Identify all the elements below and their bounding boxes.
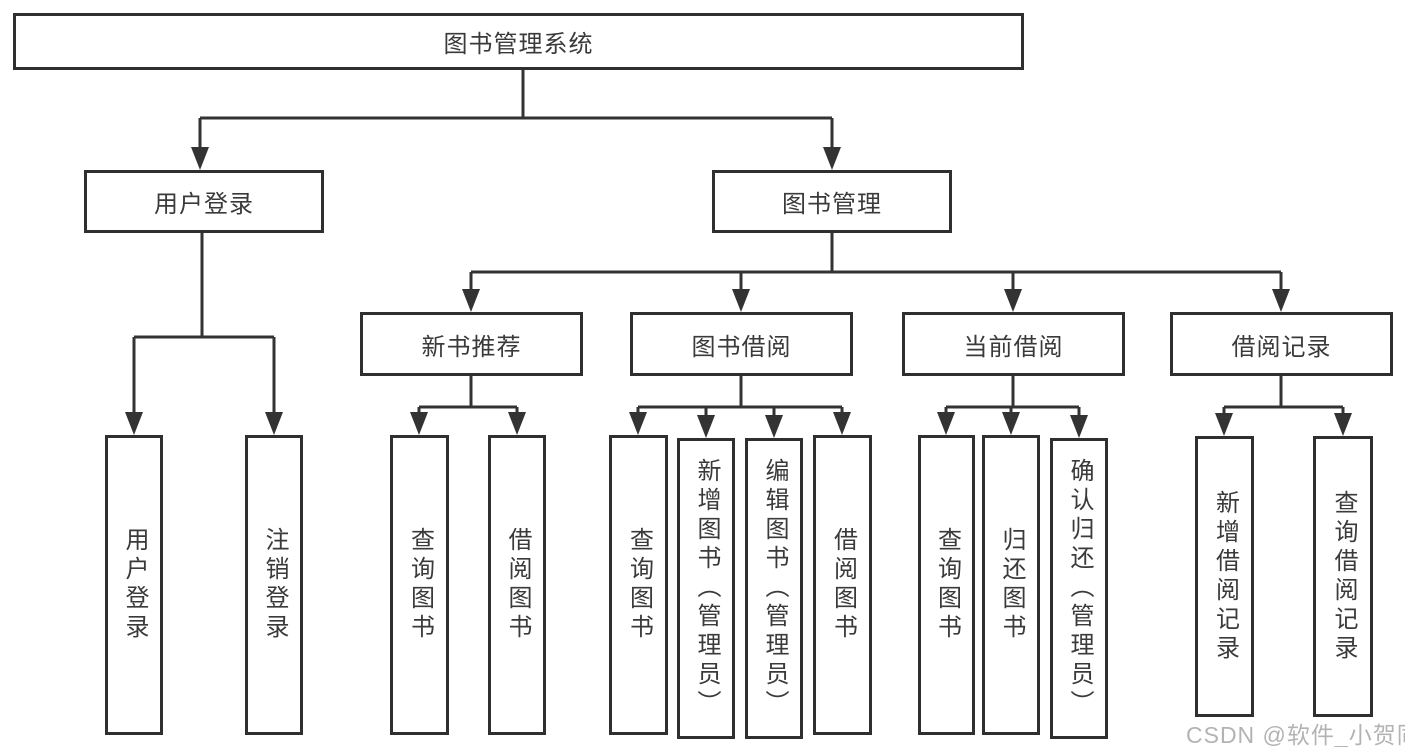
leaf-borrowing-add-book-admin-label: 新增图书（管理员） [693,458,720,719]
csdn-watermark: CSDN @软件_小贺同学 [1186,722,1405,747]
leaf-user-login-label: 用户登录 [121,527,148,643]
node-book-borrowing-label: 图书借阅 [691,333,792,361]
node-book-management-label: 图书管理 [782,191,882,218]
leaf-logout: 注销登录 [245,435,303,735]
leaf-borrowing-query-book-label: 查询图书 [625,527,653,643]
leaf-recommend-query-book: 查询图书 [390,435,449,735]
leaf-current-return-book-label: 归还图书 [998,527,1025,643]
leaf-records-query-record-label: 查询借阅记录 [1330,489,1357,664]
leaf-logout-label: 注销登录 [261,527,288,643]
leaf-records-add-record-label: 新增借阅记录 [1211,489,1239,664]
node-book-borrowing: 图书借阅 [630,312,853,376]
leaf-records-add-record: 新增借阅记录 [1195,436,1254,717]
leaf-recommend-borrow-book: 借阅图书 [488,435,546,735]
node-root-label: 图书管理系统 [443,31,594,58]
node-user-login: 用户登录 [84,170,324,233]
leaf-current-return-book: 归还图书 [982,435,1040,735]
node-current-borrowing-label: 当前借阅 [963,333,1064,361]
leaf-records-query-record: 查询借阅记录 [1313,436,1373,717]
leaf-borrowing-add-book-admin: 新增图书（管理员） [677,438,735,739]
node-current-borrowing: 当前借阅 [902,312,1125,376]
leaf-current-confirm-return-admin: 确认归还（管理员） [1050,438,1108,739]
node-new-book-recommend: 新书推荐 [360,312,583,376]
leaf-current-confirm-return-admin-label: 确认归还（管理员） [1066,458,1093,719]
leaf-borrowing-borrow-book: 借阅图书 [813,435,872,735]
leaf-recommend-query-book-label: 查询图书 [406,527,434,643]
node-book-management: 图书管理 [712,170,952,233]
leaf-user-login: 用户登录 [105,435,163,735]
node-new-book-recommend-label: 新书推荐 [421,333,522,361]
node-borrowing-records-label: 借阅记录 [1231,333,1332,361]
node-borrowing-records: 借阅记录 [1170,312,1393,376]
leaf-current-query-book: 查询图书 [918,435,975,735]
leaf-borrowing-borrow-book-label: 借阅图书 [829,527,857,643]
node-user-login-label: 用户登录 [154,191,254,218]
leaf-borrowing-query-book: 查询图书 [609,435,668,735]
leaf-current-query-book-label: 查询图书 [933,527,961,643]
node-root: 图书管理系统 [13,13,1024,70]
leaf-borrowing-edit-book-admin-label: 编辑图书（管理员） [761,458,788,719]
leaf-borrowing-edit-book-admin: 编辑图书（管理员） [745,438,803,739]
leaf-recommend-borrow-book-label: 借阅图书 [504,527,531,643]
